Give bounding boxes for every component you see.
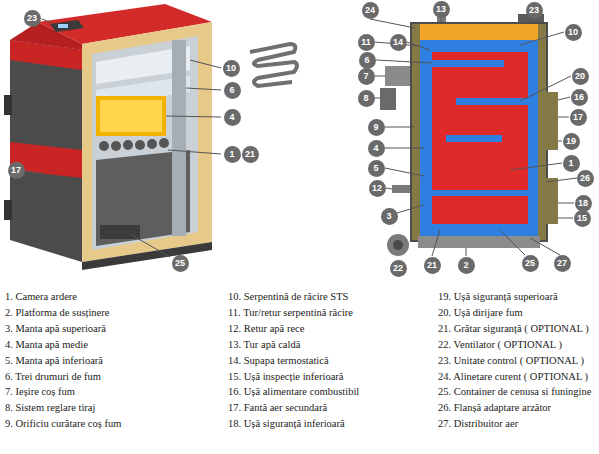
callout-number: 10: [226, 63, 236, 73]
callout-number: 22: [393, 263, 403, 273]
callout-circle: 13: [433, 1, 450, 18]
callout-number: 4: [229, 112, 234, 122]
legend-item: 12. Retur apă rece: [228, 322, 304, 335]
callout-circle: 17: [8, 162, 25, 179]
callout-circle: 27: [554, 255, 571, 272]
callout-number: 1: [568, 158, 573, 168]
callout-number: 23: [529, 5, 539, 15]
callout-circle: 10: [565, 24, 582, 41]
legend-item: 27. Distribuitor aer: [438, 417, 518, 430]
callout-number: 3: [386, 211, 391, 221]
callout-circle: 12: [369, 180, 386, 197]
legend-item: 19. Ușă siguranță superioară: [438, 290, 558, 303]
legend-item: 1. Camera ardere: [5, 290, 77, 303]
callout-number: 9: [373, 122, 378, 132]
callout-circle: 16: [571, 89, 588, 106]
legend-item: 4. Manta apă medie: [5, 338, 88, 351]
callout-circle: 10: [223, 60, 240, 77]
callout-circle: 21: [242, 146, 259, 163]
legend-item: 25. Container de cenusa si funingine: [438, 385, 591, 398]
legend-item: 11. Tur/retur serpentină răcire: [228, 306, 353, 319]
callout-circle: 9: [368, 119, 385, 136]
callout-circle: 25: [522, 255, 539, 272]
callout-number: 13: [436, 4, 446, 14]
callout-number: 21: [427, 260, 437, 270]
callout-circle: 18: [575, 195, 592, 212]
callout-number: 25: [175, 258, 185, 268]
callout-circle: 3: [381, 208, 398, 225]
callout-circle: 2: [458, 257, 475, 274]
callout-number: 16: [574, 92, 584, 102]
callout-number: 24: [365, 5, 375, 15]
callout-number: 7: [363, 71, 368, 81]
callout-circle: 4: [224, 109, 241, 126]
legend-item: 9. Orificiu curătare coș fum: [5, 417, 121, 430]
callout-circle: 7: [358, 68, 375, 85]
legend-item: 24. Alinetare curent ( OPTIONAL ): [438, 370, 588, 383]
callout-number: 23: [27, 13, 37, 23]
callout-circle: 6: [224, 82, 241, 99]
callout-circle: 26: [577, 170, 594, 187]
legend-item: 14. Supapa termostatică: [228, 354, 329, 367]
callout-number: 18: [578, 198, 588, 208]
callout-number: 25: [525, 258, 535, 268]
legend-item: 20. Ușă dirijare fum: [438, 306, 523, 319]
legend-item: 16. Ușă alimentare combustibil: [228, 385, 359, 398]
callout-circle: 1: [563, 155, 580, 172]
callout-number: 2: [463, 260, 468, 270]
legend-item: 18. Ușă siguranță inferioară: [228, 417, 345, 430]
callout-number: 5: [373, 163, 378, 173]
callout-number: 6: [364, 55, 369, 65]
callout-number: 4: [373, 143, 378, 153]
callout-circle: 23: [24, 10, 41, 27]
legend-item: 10. Serpentină de răcire STS: [228, 290, 348, 303]
callout-circle: 24: [362, 2, 379, 19]
legend-item: 13. Tur apă caldă: [228, 338, 300, 351]
callout-circle: 20: [572, 68, 589, 85]
callout-circle: 11: [358, 34, 375, 51]
callout-circle: 1: [224, 146, 241, 163]
callout-number: 6: [229, 85, 234, 95]
callout-number: 26: [580, 173, 590, 183]
callout-number: 8: [363, 93, 368, 103]
legend-item: 21. Grătar siguranță ( OPTIONAL ): [438, 322, 589, 335]
legend-item: 3. Manta apă superioară: [5, 322, 106, 335]
callout-circle: 8: [358, 90, 375, 107]
callout-number: 27: [557, 258, 567, 268]
legend-item: 2. Platforma de susținere: [5, 306, 109, 319]
callout-circle: 6: [359, 52, 376, 69]
callout-number: 17: [573, 112, 583, 122]
callout-number: 11: [361, 37, 371, 47]
legend-item: 26. Flanșă adaptare arzător: [438, 401, 551, 414]
callout-circle: 14: [390, 34, 407, 51]
callout-circle: 17: [570, 109, 587, 126]
legend-item: 5. Manta apă inferioară: [5, 354, 103, 367]
callout-number: 12: [372, 183, 382, 193]
legend-item: 6. Trei drumuri de fum: [5, 370, 101, 383]
callout-circle: 15: [574, 210, 591, 227]
callout-circle: 21: [424, 257, 441, 274]
legend-item: 22. Ventilator ( OPTIONAL ): [438, 338, 562, 351]
legend-item: 15. Ușă inspecție inferioară: [228, 370, 343, 383]
callout-number: 19: [566, 136, 576, 146]
callout-number: 20: [575, 71, 585, 81]
callout-circle: 4: [368, 140, 385, 157]
legend-item: 17. Fantă aer secundară: [228, 401, 327, 414]
legend-item: 7. Ieșire coș fum: [5, 385, 75, 398]
callout-circle: 23: [526, 2, 543, 19]
legend-item: 23. Unitate control ( OPTIONAL ): [438, 354, 584, 367]
callout-number: 1: [229, 149, 234, 159]
callout-number: 15: [577, 213, 587, 223]
legend-item: 8. Sistem reglare tiraj: [5, 401, 95, 414]
callout-number: 14: [393, 37, 403, 47]
callout-number: 21: [245, 149, 255, 159]
callout-number: 17: [11, 165, 21, 175]
callout-circle: 22: [390, 260, 407, 277]
callout-circle: 25: [172, 255, 189, 272]
callout-number: 10: [568, 27, 578, 37]
callout-circle: 5: [368, 160, 385, 177]
callout-circle: 19: [563, 133, 580, 150]
